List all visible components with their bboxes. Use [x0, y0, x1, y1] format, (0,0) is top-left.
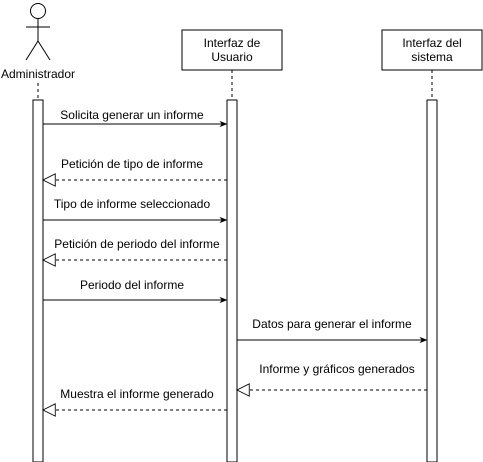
participant-interfaz-usuario: Interfaz de Usuario — [181, 29, 283, 71]
message-informe-graficos-generados: Informe y gráficos generados — [237, 362, 427, 390]
activation-bar-interfaz-sistema — [426, 99, 438, 462]
actor-label: Administrador — [1, 67, 75, 81]
message-label: Datos para generar el informe — [252, 317, 412, 331]
message-periodo-informe: Periodo del informe — [43, 278, 228, 304]
message-muestra-informe-generado: Muestra el informe generado — [43, 387, 227, 410]
activation-bar-interfaz-usuario — [226, 99, 238, 462]
message-label: Petición de periodo del informe — [54, 237, 220, 251]
message-label: Periodo del informe — [80, 278, 184, 292]
actor-head — [30, 3, 46, 19]
message-peticion-periodo-informe: Petición de periodo del informe — [43, 237, 227, 260]
participant-box — [381, 29, 483, 71]
message-solicita-generar-informe: Solicita generar un informe — [43, 108, 228, 128]
message-tipo-informe-seleccionado: Tipo de informe seleccionado — [43, 197, 228, 224]
message-label: Petición de tipo de informe — [61, 157, 203, 171]
participant-label-line2: Usuario — [211, 50, 253, 64]
message-label: Informe y gráficos generados — [259, 362, 414, 376]
participant-box — [181, 29, 283, 71]
actor-left-leg — [25, 40, 39, 61]
activation-bar-administrador — [32, 99, 44, 462]
message-peticion-tipo-informe: Petición de tipo de informe — [43, 157, 227, 180]
actor-right-leg — [37, 40, 51, 61]
message-label: Solicita generar un informe — [60, 108, 204, 122]
message-datos-generar-informe: Datos para generar el informe — [237, 317, 428, 344]
message-label: Muestra el informe generado — [60, 387, 214, 401]
participant-label-line1: Interfaz de — [204, 36, 261, 50]
actor-administrador: Administrador — [1, 3, 75, 81]
participant-label-line1: Interfaz del — [402, 36, 461, 50]
message-label: Tipo de informe seleccionado — [54, 197, 211, 211]
participant-label-line2: sistema — [411, 50, 453, 64]
participant-interfaz-sistema: Interfaz del sistema — [381, 29, 483, 71]
